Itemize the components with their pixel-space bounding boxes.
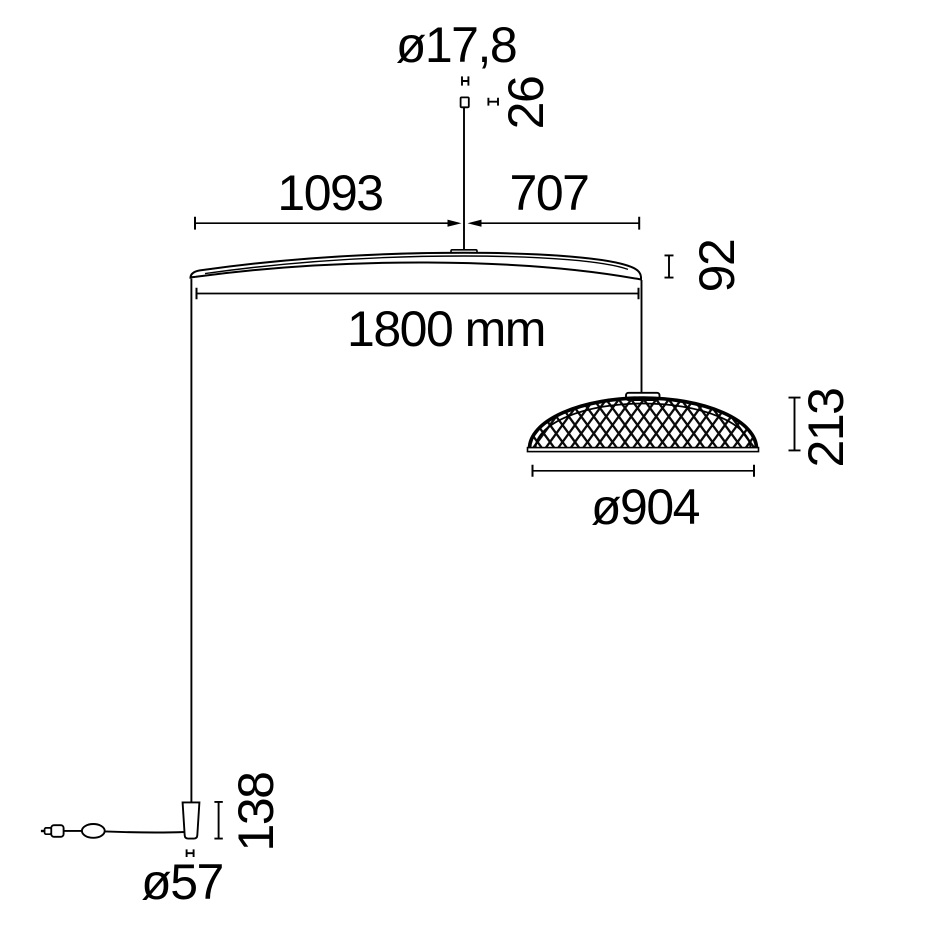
dome-shade: [526, 391, 760, 453]
shade-height-tick: [788, 396, 801, 452]
arm-bar: [189, 249, 642, 281]
shade-diameter-dimension-line: [531, 464, 755, 477]
shade-diameter-label: ø904: [591, 479, 700, 535]
shade-inner-edge: [534, 402, 752, 449]
shade-rim: [526, 446, 760, 453]
right-span-label: 707: [509, 165, 590, 221]
arm-top-edge-line: [204, 255, 629, 275]
ceiling-canopy: [459, 96, 470, 109]
canopy-height-label: 26: [498, 76, 554, 130]
span-dimension-line: [194, 216, 641, 230]
left-span-label: 1093: [277, 165, 384, 221]
base-height-label: 138: [228, 772, 284, 852]
arrow-right-icon: [447, 219, 462, 227]
shade-outline: [527, 396, 759, 449]
power-cord: [104, 830, 185, 834]
counterweight: [181, 801, 201, 840]
bar-height-tick: [664, 254, 674, 279]
inline-switch: [80, 823, 106, 839]
canopy-height-tick: [487, 97, 499, 106]
canopy-diameter-label: ø17,8: [395, 17, 518, 73]
total-length-label: 1800 mm: [347, 301, 546, 357]
base-assembly: [40, 801, 201, 840]
base-diameter-label: ø57: [141, 854, 224, 910]
plug-tip: [43, 827, 53, 836]
shade-height-label: 213: [798, 388, 854, 468]
canopy-diameter-tick: [461, 76, 470, 86]
plug-body: [50, 824, 65, 838]
bar-height-label: 92: [689, 239, 745, 293]
base-height-tick: [214, 800, 223, 840]
base-diameter-tick: [185, 849, 195, 857]
arrow-left-icon: [467, 219, 482, 227]
total-length-dimension-line: [195, 287, 640, 300]
